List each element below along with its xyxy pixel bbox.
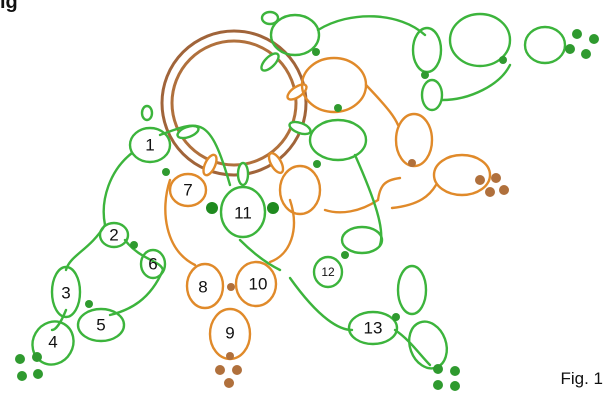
green-ring-top: [269, 13, 321, 57]
ring-label-4: 4: [48, 333, 57, 352]
bead-cluster-green: [565, 29, 599, 59]
center-join-picot: [202, 153, 218, 177]
ring-1: [128, 126, 172, 164]
bead-green: [85, 300, 93, 308]
bead-green: [130, 241, 138, 249]
figure-label: Fig. 1: [560, 369, 603, 388]
green-chain: [316, 15, 427, 37]
orange-chain: [268, 198, 296, 264]
center-join-picot: [267, 151, 285, 175]
orange-chain: [390, 183, 438, 210]
ring-label-1: 1: [145, 136, 154, 155]
ring-orange-right: [278, 164, 322, 216]
orange-chain: [364, 83, 400, 127]
ring-label-5: 5: [96, 316, 105, 335]
bead-cluster-green: [15, 352, 43, 381]
green-ring-upper-right-1: [411, 26, 443, 74]
bead-brown: [408, 159, 416, 167]
green-ring-lower-right-2: [407, 320, 449, 370]
bead-green: [392, 313, 400, 321]
ring-label-3: 3: [61, 284, 70, 303]
orange-chain: [164, 178, 197, 267]
center-join-picot: [288, 120, 312, 136]
ring-6: [139, 248, 167, 280]
bead-green: [499, 56, 507, 64]
green-chain: [64, 223, 107, 272]
ring-7: [168, 172, 208, 208]
green-ring-top-picot: [260, 10, 280, 26]
green-chain: [50, 308, 68, 332]
bead-cluster-brown: [215, 365, 242, 388]
bead-brown: [227, 283, 235, 291]
bead-cluster-green: [433, 364, 460, 391]
ring-label-7: 7: [183, 181, 192, 200]
orange-ring-top: [300, 56, 368, 114]
ring-5: [76, 307, 126, 343]
green-ring-upper-right-4: [420, 78, 444, 112]
bead-green: [341, 251, 349, 259]
green-ring-upper-right-2: [448, 12, 512, 68]
ring-label-9: 9: [225, 324, 234, 343]
ring-label-2: 2: [109, 226, 118, 245]
ring-label-11: 11: [234, 204, 252, 223]
orange-ring-right: [394, 112, 434, 168]
bead-green: [334, 104, 342, 112]
ring-1-picot: [140, 104, 154, 122]
center-inner-ring: [170, 39, 298, 167]
bead-green: [312, 48, 320, 56]
green-chain: [102, 151, 134, 227]
bead-green: [313, 160, 321, 168]
bead-green: [162, 168, 170, 176]
ring-12: [312, 255, 344, 289]
center-outer-ring: [160, 29, 308, 177]
ring-3: [50, 265, 82, 319]
ring-10: [234, 260, 278, 308]
ring-8: [185, 262, 225, 310]
bead-brown: [226, 352, 234, 360]
ring-label-8: 8: [198, 278, 207, 297]
ring-label-10: 10: [249, 275, 268, 294]
ring-label-13: 13: [364, 319, 383, 338]
green-ring-chain-end: [340, 225, 384, 255]
bead-green: [206, 202, 218, 214]
green-chain: [440, 63, 512, 102]
bead-green: [421, 71, 429, 79]
cropped-heading-fragment: ig: [0, 0, 18, 13]
green-chain: [393, 328, 432, 367]
ring-4: [31, 320, 75, 366]
bead-green: [267, 202, 279, 214]
ring-label-6: 6: [148, 255, 157, 274]
ring-13: [347, 310, 399, 346]
ring-label-12: 12: [321, 265, 335, 279]
ring-2: [98, 221, 130, 249]
bead-cluster-brown: [475, 173, 509, 197]
center-join-picot: [260, 52, 280, 72]
orange-chain: [323, 176, 402, 214]
ring-11: [219, 185, 267, 239]
green-ring-lower-right-1: [396, 264, 428, 316]
center-join-picot: [236, 161, 250, 187]
green-ring-upper-right-3: [523, 25, 567, 65]
green-chain: [238, 238, 282, 272]
green-chain: [158, 124, 232, 187]
orange-ring-far-right: [432, 153, 492, 197]
green-ring-right-of-center: [308, 118, 368, 162]
